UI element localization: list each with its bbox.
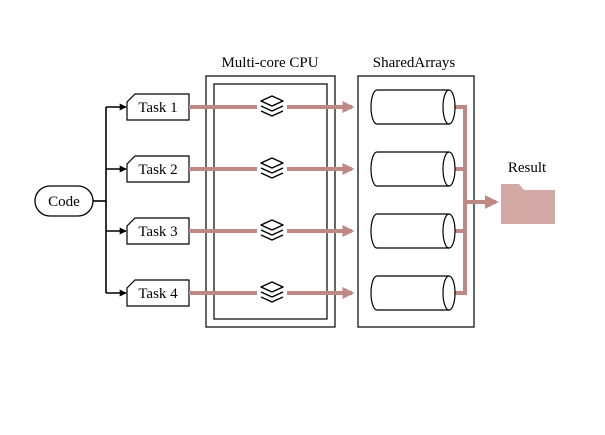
collector-lines bbox=[455, 105, 499, 295]
task-label: Task 4 bbox=[138, 286, 178, 302]
layers-icon bbox=[257, 280, 287, 306]
layers-icon bbox=[257, 94, 287, 120]
shared-arrays-title: SharedArrays bbox=[373, 55, 456, 71]
cylinder-icon bbox=[370, 89, 456, 125]
cylinder-icon bbox=[370, 151, 456, 187]
task-node-3: Task 3 bbox=[126, 217, 190, 245]
result-label: Result bbox=[508, 160, 547, 176]
code-label: Code bbox=[48, 194, 80, 210]
task-label: Task 1 bbox=[138, 100, 177, 116]
cylinder-icon bbox=[370, 213, 456, 249]
layers-icon bbox=[257, 218, 287, 244]
task-label: Task 2 bbox=[138, 162, 177, 178]
folder-icon bbox=[501, 184, 555, 224]
branch-connector bbox=[93, 103, 127, 297]
task-node-2: Task 2 bbox=[126, 155, 190, 183]
code-node: Code bbox=[34, 185, 94, 217]
task-label: Task 3 bbox=[138, 224, 177, 240]
cpu-title: Multi-core CPU bbox=[221, 55, 318, 71]
task-node-1: Task 1 bbox=[126, 93, 190, 121]
cylinder-icon bbox=[370, 275, 456, 311]
layers-icon bbox=[257, 156, 287, 182]
result-node: Result bbox=[501, 160, 555, 224]
cpu-box: Multi-core CPU bbox=[205, 55, 336, 328]
task-node-4: Task 4 bbox=[126, 279, 190, 307]
